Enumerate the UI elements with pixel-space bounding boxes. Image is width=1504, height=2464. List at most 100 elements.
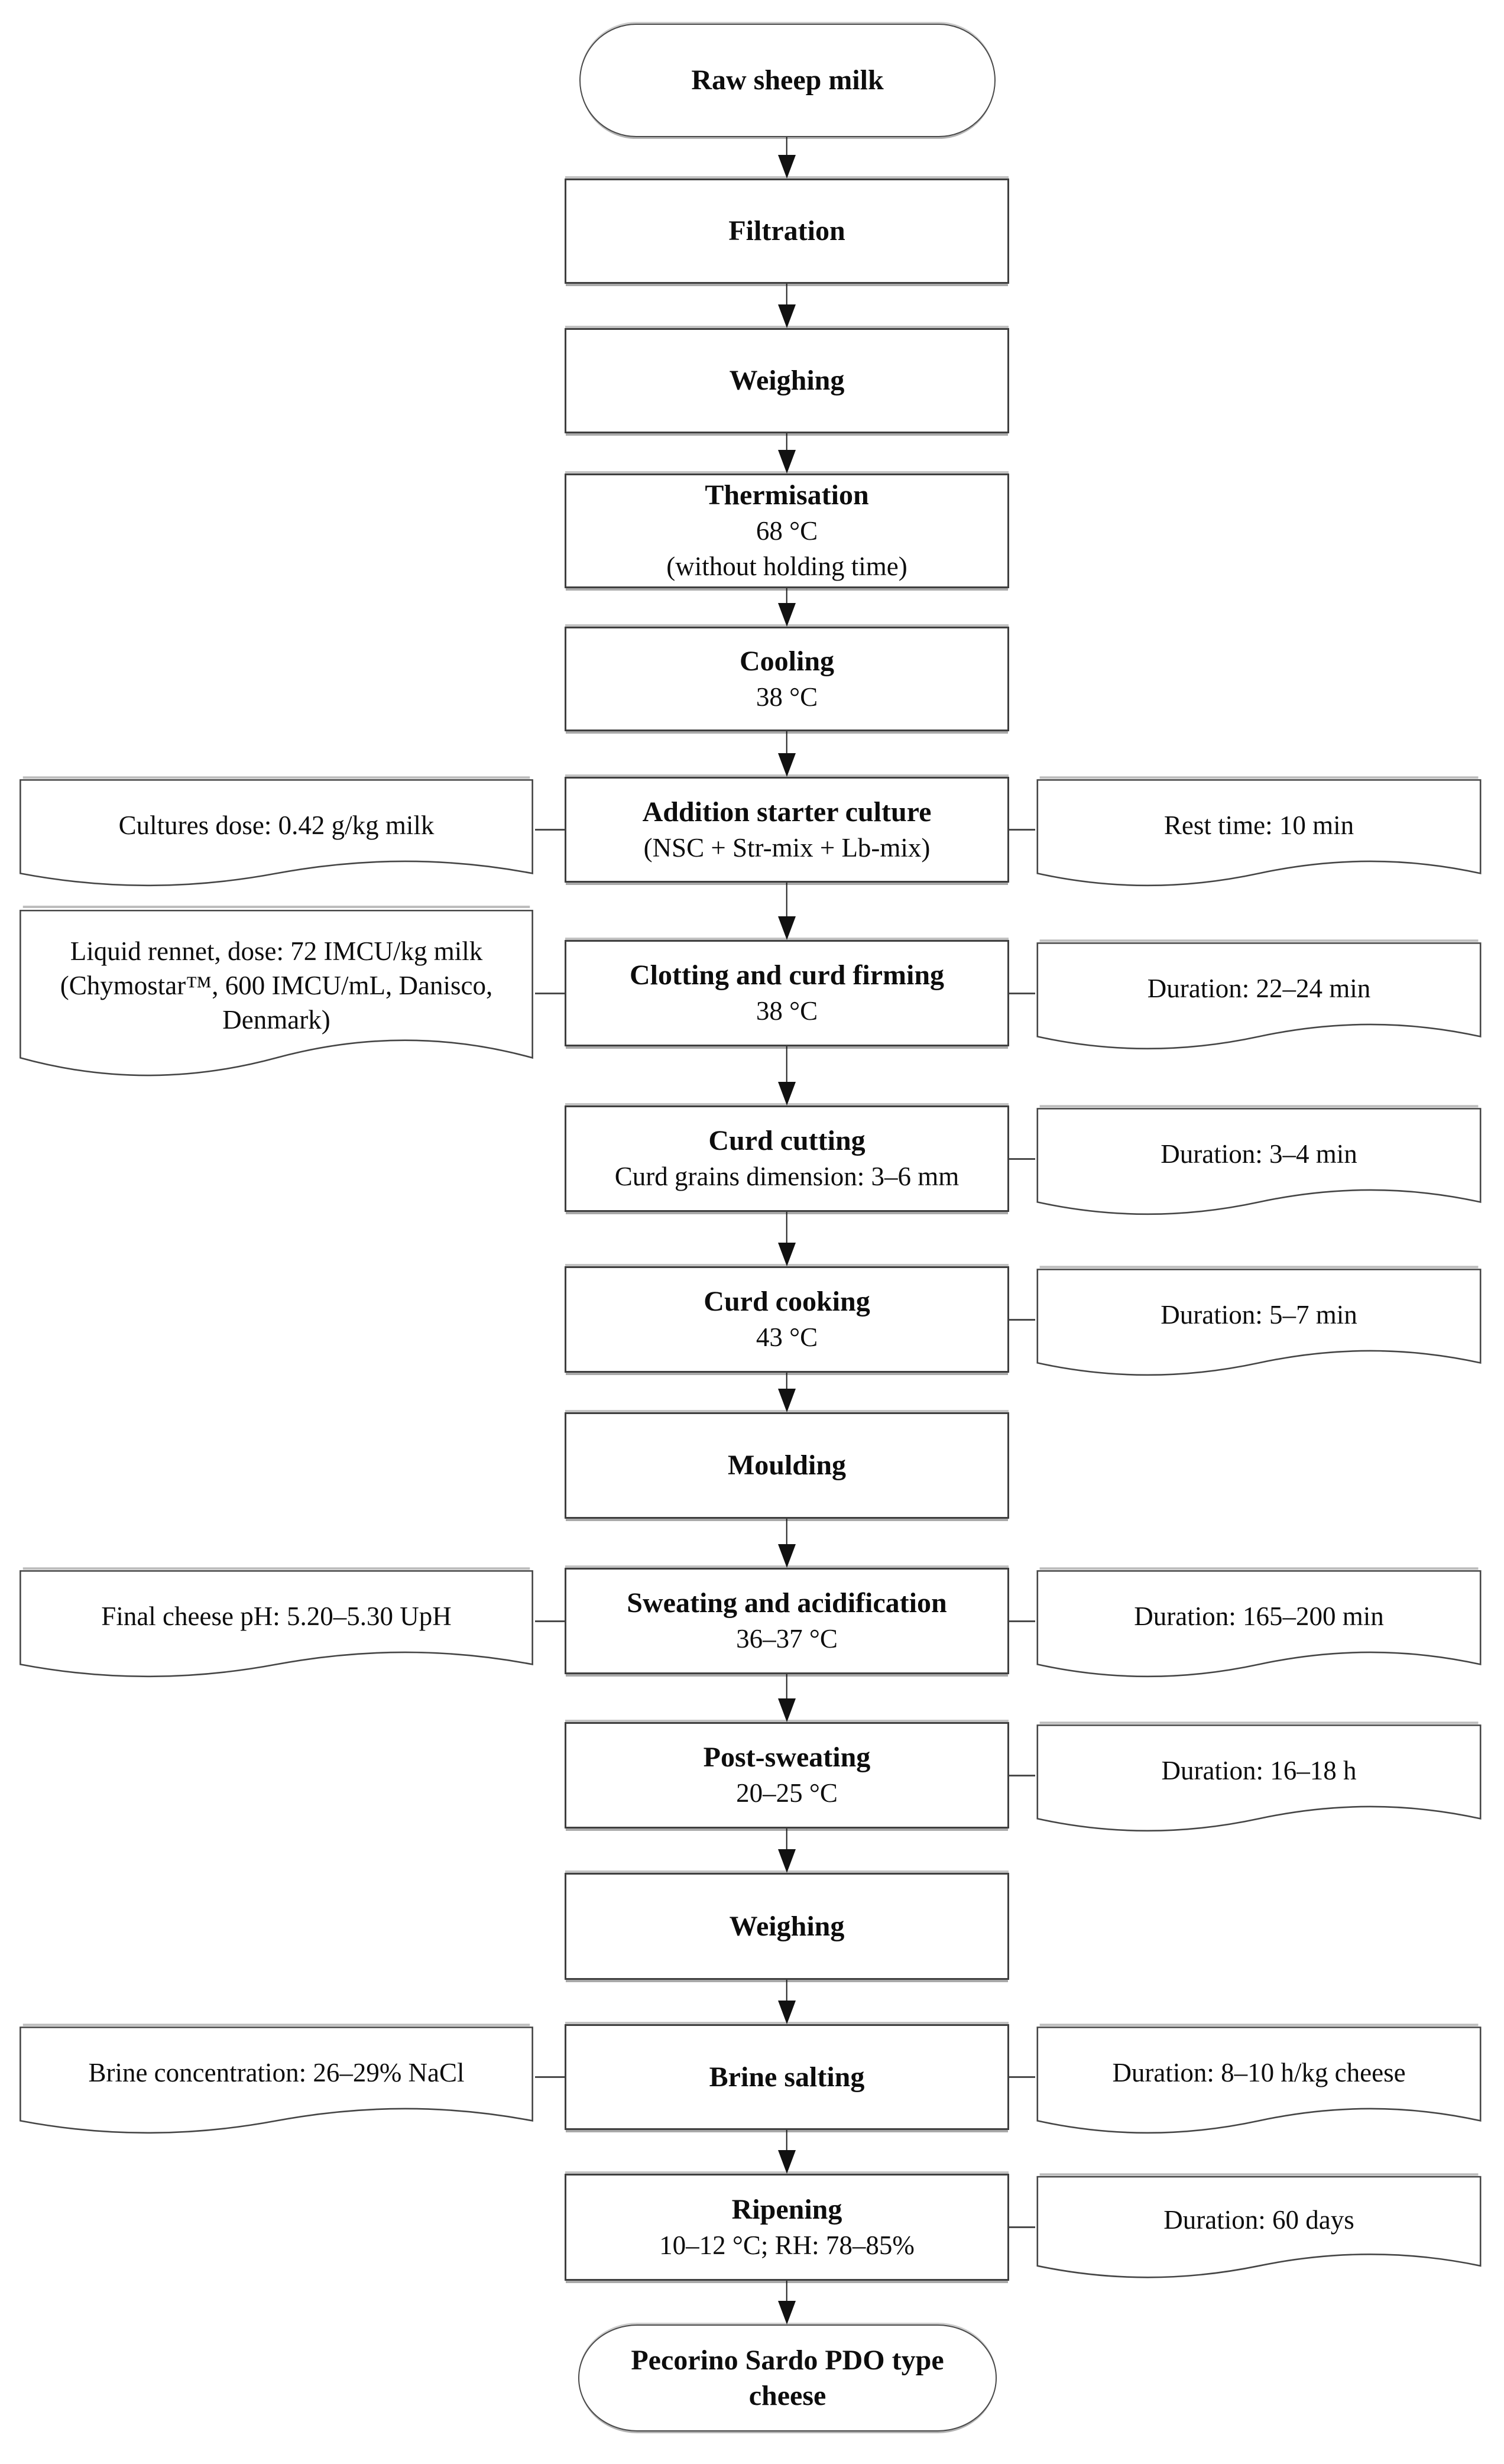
connector-line	[535, 829, 565, 831]
document-shape-icon	[18, 1568, 535, 1695]
node-label: Ripening	[731, 2193, 842, 2225]
document-shape-icon	[1035, 1266, 1483, 1393]
node-label: Moulding	[727, 1450, 847, 1481]
node-raw-sheep-milk: Raw sheep milk	[579, 24, 996, 137]
node-label: Cooling	[739, 645, 835, 677]
node-label: Curd cooking	[704, 1286, 870, 1317]
node-temperature: 43 °C	[756, 1322, 818, 1352]
document-shape-icon	[1035, 1722, 1483, 1849]
doc-cultures-dose: Cultures dose: 0.42 g/kg milk	[18, 777, 535, 904]
node-label: Curd cutting	[708, 1125, 866, 1156]
connector-line	[1009, 993, 1035, 994]
flow-arrow-icon	[778, 1212, 796, 1266]
flow-arrow-icon	[778, 883, 796, 940]
node-temperature: 38 °C	[756, 682, 818, 712]
node-note: (NSC + Str-mix + Lb-mix)	[643, 832, 931, 863]
node-note: Curd grains dimension: 3–6 mm	[614, 1162, 960, 1191]
doc-text: Duration: 3–4 min	[1161, 1139, 1357, 1169]
doc-text: Brine concentration: 26–29% NaCl	[88, 2057, 465, 2087]
doc-liquid-rennet: Liquid rennet, dose: 72 IMCU/kg milk (Ch…	[18, 906, 535, 1101]
document-shape-icon	[18, 2024, 535, 2151]
node-weighing-1: Weighing	[565, 328, 1009, 433]
doc-text: Liquid rennet, dose: 72 IMCU/kg milk (Ch…	[60, 936, 493, 1035]
node-clotting-curd-firming: Clotting and curd firming 38 °C	[565, 940, 1009, 1046]
flow-arrow-icon	[778, 1046, 796, 1105]
node-temperature: 10–12 °C; RH: 78–85%	[659, 2230, 915, 2260]
document-shape-icon	[1035, 1105, 1483, 1233]
node-label: Weighing	[729, 1910, 845, 1942]
flow-arrow-icon	[778, 731, 796, 777]
node-filtration: Filtration	[565, 179, 1009, 284]
doc-text: Duration: 16–18 h	[1161, 1755, 1357, 1785]
doc-brine-duration: Duration: 8–10 h/kg cheese	[1035, 2024, 1483, 2151]
flow-arrow-icon	[778, 1373, 796, 1412]
node-weighing-2: Weighing	[565, 1873, 1009, 1980]
connector-line	[1009, 829, 1035, 831]
flow-arrow-icon	[778, 1674, 796, 1722]
document-shape-icon	[18, 906, 535, 1101]
doc-brine-concentration: Brine concentration: 26–29% NaCl	[18, 2024, 535, 2151]
doc-sweating-duration: Duration: 165–200 min	[1035, 1568, 1483, 1695]
connector-line	[1009, 2076, 1035, 2078]
document-shape-icon	[1035, 2174, 1483, 2295]
document-shape-icon	[1035, 940, 1483, 1067]
node-post-sweating: Post-sweating 20–25 °C	[565, 1722, 1009, 1828]
node-temperature: 20–25 °C	[736, 1778, 838, 1808]
flow-arrow-icon	[778, 2130, 796, 2174]
doc-text: Final cheese pH: 5.20–5.30 UpH	[101, 1601, 452, 1631]
node-curd-cutting: Curd cutting Curd grains dimension: 3–6 …	[565, 1105, 1009, 1212]
node-label: Addition starter culture	[642, 796, 932, 828]
connector-line	[535, 993, 565, 994]
flow-arrow-icon	[778, 588, 796, 627]
doc-cutting-duration: Duration: 3–4 min	[1035, 1105, 1483, 1233]
node-brine-salting: Brine salting	[565, 2024, 1009, 2130]
flow-arrow-icon	[778, 1828, 796, 1873]
node-label: Thermisation	[705, 479, 869, 511]
doc-text: Cultures dose: 0.42 g/kg milk	[118, 810, 435, 840]
doc-text: Duration: 5–7 min	[1161, 1299, 1357, 1330]
node-moulding: Moulding	[565, 1412, 1009, 1519]
node-cooling: Cooling 38 °C	[565, 627, 1009, 731]
doc-text: Duration: 8–10 h/kg cheese	[1112, 2057, 1406, 2087]
document-shape-icon	[1035, 777, 1483, 904]
node-addition-starter-culture: Addition starter culture (NSC + Str-mix …	[565, 777, 1009, 883]
doc-text: Duration: 165–200 min	[1134, 1601, 1384, 1631]
node-ripening: Ripening 10–12 °C; RH: 78–85%	[565, 2174, 1009, 2281]
connector-line	[1009, 1620, 1035, 1622]
node-thermisation: Thermisation 68 °C (without holding time…	[565, 474, 1009, 588]
doc-final-cheese-ph: Final cheese pH: 5.20–5.30 UpH	[18, 1568, 535, 1695]
doc-ripening-duration: Duration: 60 days	[1035, 2174, 1483, 2295]
node-temperature: 36–37 °C	[736, 1624, 838, 1654]
connector-line	[535, 1620, 565, 1622]
node-label: Pecorino Sardo PDO type cheese	[631, 2344, 944, 2411]
node-temperature: 68 °C	[756, 516, 818, 546]
node-curd-cooking: Curd cooking 43 °C	[565, 1266, 1009, 1373]
connector-line	[1009, 1158, 1035, 1160]
doc-text: Duration: 60 days	[1163, 2204, 1354, 2235]
connector-line	[1009, 1319, 1035, 1321]
node-label: Post-sweating	[703, 1742, 871, 1773]
node-label: Raw sheep milk	[691, 64, 884, 96]
node-pecorino-sardo-cheese: Pecorino Sardo PDO type cheese	[578, 2324, 997, 2431]
document-shape-icon	[1035, 1568, 1483, 1695]
flow-arrow-icon	[778, 2281, 796, 2324]
doc-text: Duration: 22–24 min	[1147, 973, 1371, 1003]
document-shape-icon	[18, 777, 535, 904]
doc-post-sweating-duration: Duration: 16–18 h	[1035, 1722, 1483, 1849]
node-note: (without holding time)	[666, 552, 907, 581]
node-label: Weighing	[729, 365, 845, 396]
node-label: Filtration	[728, 215, 845, 247]
connector-line	[535, 2076, 565, 2078]
doc-text: Rest time: 10 min	[1163, 810, 1354, 840]
node-label: Brine salting	[709, 2061, 865, 2093]
flow-arrow-icon	[778, 433, 796, 474]
connector-line	[1009, 2226, 1035, 2228]
doc-rest-time: Rest time: 10 min	[1035, 777, 1483, 904]
node-label: Sweating and acidification	[627, 1587, 947, 1619]
flow-arrow-icon	[778, 284, 796, 328]
doc-clotting-duration: Duration: 22–24 min	[1035, 940, 1483, 1067]
node-temperature: 38 °C	[756, 996, 818, 1026]
doc-cooking-duration: Duration: 5–7 min	[1035, 1266, 1483, 1393]
flow-arrow-icon	[778, 137, 796, 179]
